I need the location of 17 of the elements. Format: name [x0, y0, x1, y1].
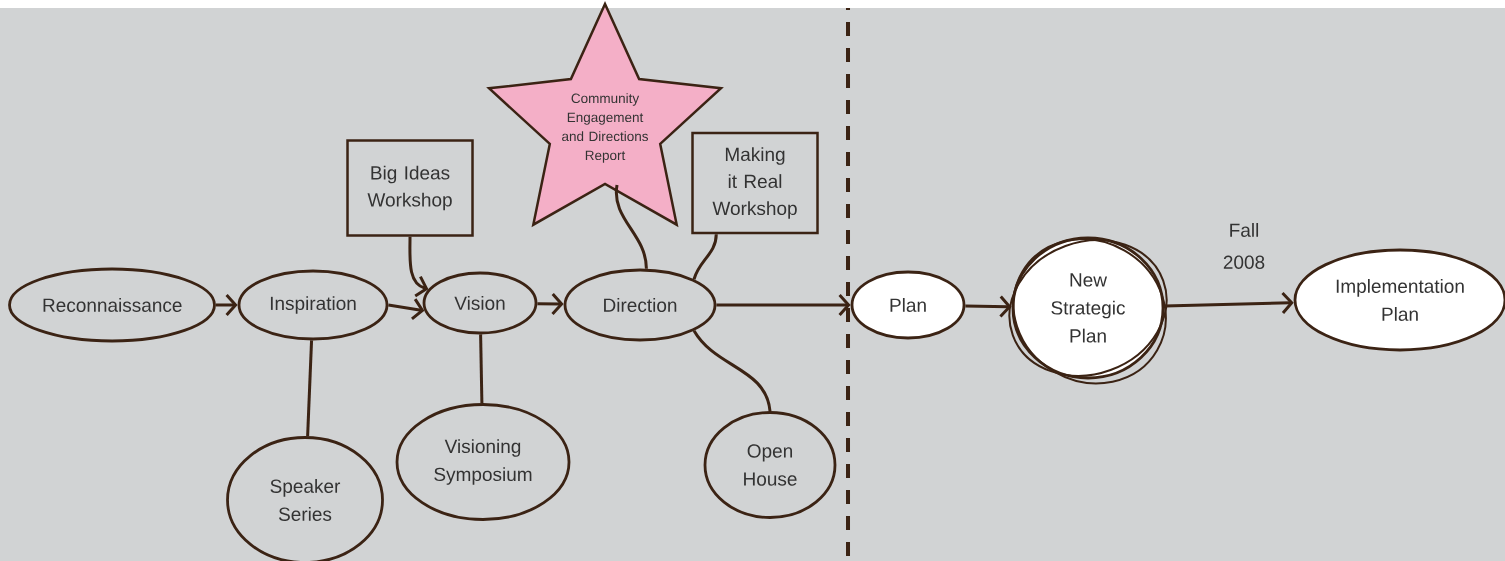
arrow [388, 298, 425, 321]
ellipse-node: Reconnaissance [8, 267, 216, 343]
edge-label: Fall 2008 [1214, 221, 1274, 271]
ellipse-node: Direction [563, 268, 717, 342]
ellipse-node: Plan [850, 270, 966, 340]
text-box: Making it Real Workshop [691, 131, 819, 235]
circle-node: Open House [703, 411, 837, 519]
arrow [965, 295, 1012, 318]
circle-node: Visioning Symposium [395, 403, 571, 521]
ellipse-node: Inspiration [237, 269, 389, 341]
arrow [716, 294, 851, 316]
ellipse-node: Vision [422, 271, 538, 335]
ellipse-node: Implementation Plan [1293, 248, 1505, 352]
arrow [537, 292, 564, 315]
arrow [1164, 291, 1294, 314]
text-box: Big Ideas Workshop [346, 139, 474, 237]
arrow [408, 236, 429, 298]
